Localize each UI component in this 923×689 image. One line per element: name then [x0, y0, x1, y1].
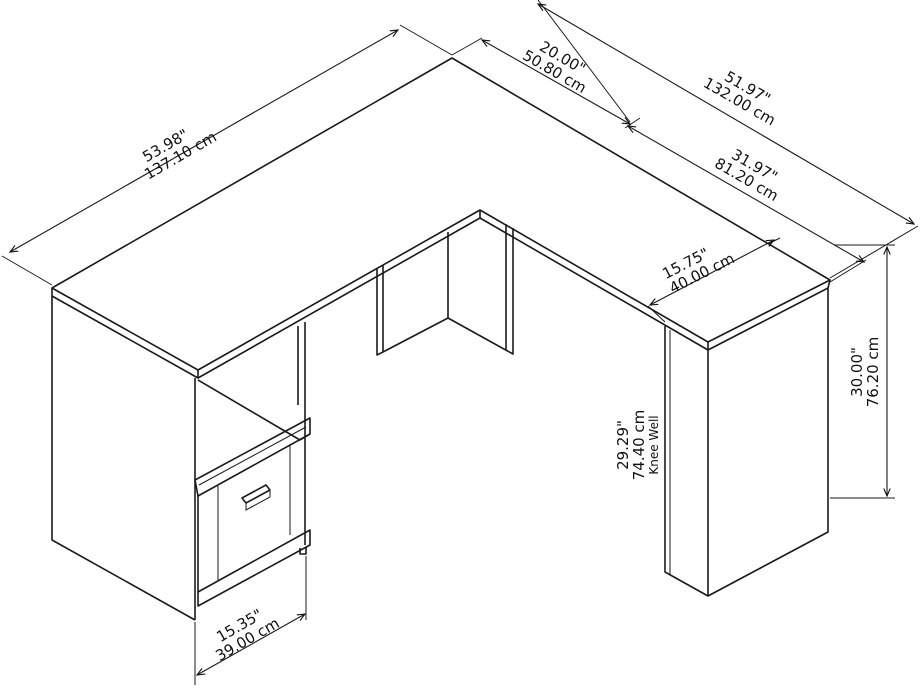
modesty-panel: [376, 224, 514, 356]
dim-left-width: 53.98" 137.10 cm: [139, 125, 219, 183]
right-pedestal: [664, 288, 829, 597]
dim-knee-well-in: 29.29": [614, 420, 632, 470]
dim-knee-well-cm: 74.40 cm: [630, 410, 648, 481]
left-pedestal: [51, 296, 311, 621]
dim-right-width: 51.97" 132.00 cm: [700, 67, 778, 129]
dim-height-in: 30.00": [848, 347, 866, 397]
dim-height: 30.00" 76.20 cm: [848, 337, 882, 408]
dim-height-cm: 76.20 cm: [864, 337, 882, 408]
dim-knee-well: 29.29" 74.40 cm Knee Well: [614, 410, 661, 481]
dim-knee-well-label: Knee Well: [647, 415, 661, 474]
dim-return-top-depth: 15.75" 40.00 cm: [659, 244, 737, 297]
dim-pedestal-width: 15.35" 39.00 cm: [212, 605, 282, 665]
dim-return-length: 31.97" 81.20 cm: [711, 145, 781, 205]
dim-return-depth: 20.00" 50.80 cm: [519, 37, 589, 97]
